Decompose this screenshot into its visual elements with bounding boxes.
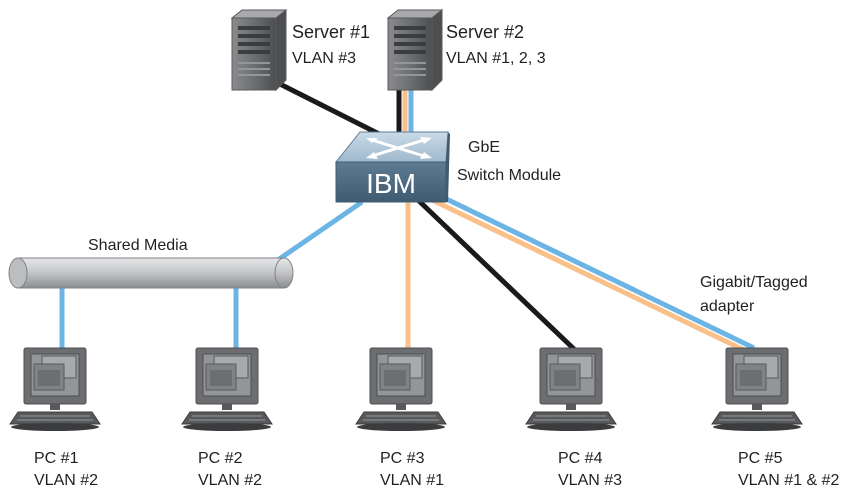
cable-switch-pc5-vlan2 bbox=[430, 189, 756, 351]
switch-brand-label: IBM bbox=[366, 168, 416, 199]
pc-2-name: PC #2 bbox=[198, 450, 243, 467]
pc-1 bbox=[9, 347, 101, 432]
pc-5-vlan: VLAN #1 & #2 bbox=[738, 472, 840, 489]
pc-1-vlan: VLAN #2 bbox=[34, 472, 98, 489]
shared-media-label: Shared Media bbox=[88, 237, 188, 254]
computer-icon bbox=[9, 347, 101, 432]
cable-switch-shared-media bbox=[273, 199, 364, 265]
shared-media-bus bbox=[8, 257, 294, 289]
server-2-vlan: VLAN #1, 2, 3 bbox=[446, 50, 546, 67]
pc-2-vlan: VLAN #2 bbox=[198, 472, 262, 489]
pc-2 bbox=[181, 347, 273, 432]
pc-4 bbox=[525, 347, 617, 432]
computer-icon bbox=[525, 347, 617, 432]
server-1-vlan: VLAN #3 bbox=[292, 50, 356, 67]
cables bbox=[59, 77, 756, 355]
adapter-label-line2: adapter bbox=[700, 298, 755, 315]
adapter-label-line1: Gigabit/Tagged bbox=[700, 274, 808, 291]
pc-3-name: PC #3 bbox=[380, 450, 425, 467]
pc-5-name: PC #5 bbox=[738, 450, 783, 467]
computer-icon bbox=[355, 347, 447, 432]
pc-3-vlan: VLAN #1 bbox=[380, 472, 444, 489]
pc-4-vlan: VLAN #3 bbox=[558, 472, 622, 489]
computer-icon bbox=[711, 347, 803, 432]
server-icon bbox=[387, 9, 443, 91]
pc-1-name: PC #1 bbox=[34, 450, 79, 467]
cable-switch-pc4 bbox=[416, 198, 577, 352]
pc-3 bbox=[355, 347, 447, 432]
server-2 bbox=[387, 9, 443, 91]
pc-5 bbox=[711, 347, 803, 432]
computer-icon bbox=[181, 347, 273, 432]
server-1 bbox=[231, 9, 287, 91]
switch-module: IBM bbox=[334, 131, 450, 203]
switch-label-line2: Switch Module bbox=[457, 167, 561, 184]
server-2-name: Server #2 bbox=[446, 22, 524, 42]
switch-label-line1: GbE bbox=[468, 139, 500, 156]
server-1-name: Server #1 bbox=[292, 22, 370, 42]
switch-icon bbox=[334, 131, 450, 203]
server-icon bbox=[231, 9, 287, 91]
cable-switch-pc5-vlan1 bbox=[426, 195, 750, 355]
pc-4-name: PC #4 bbox=[558, 450, 603, 467]
